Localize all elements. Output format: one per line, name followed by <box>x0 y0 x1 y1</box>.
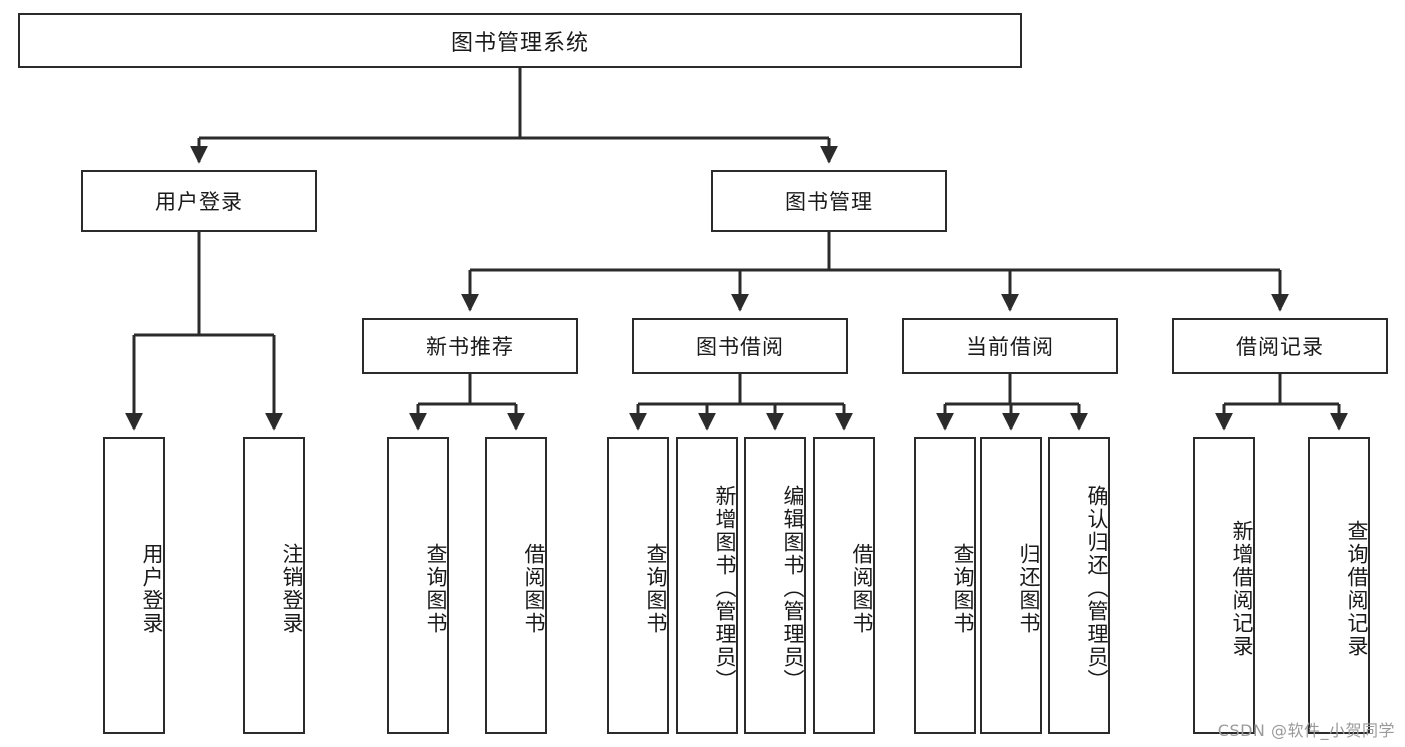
node-new-book-recommend[interactable]: 新书推荐 <box>362 318 578 374</box>
leaf-user-login-login[interactable]: 用户登录 <box>103 437 165 734</box>
node-label: 查询图书 <box>951 542 975 635</box>
node-label: 用户登录 <box>140 542 164 635</box>
leaf-current-borrow-confirm-return[interactable]: 确认归还（管理员） <box>1048 437 1110 734</box>
watermark: CSDN @软件_小贺同学 <box>1217 721 1395 740</box>
node-book-management[interactable]: 图书管理 <box>711 170 947 232</box>
leaf-new-book-query[interactable]: 查询图书 <box>387 437 449 734</box>
node-label: 查询图书 <box>644 542 668 635</box>
node-label: 借阅图书 <box>522 542 546 635</box>
node-label: 新增图书（管理员） <box>713 485 737 692</box>
node-label: 图书管理系统 <box>450 30 589 56</box>
node-label: 借阅图书 <box>850 542 874 635</box>
node-borrow-records[interactable]: 借阅记录 <box>1172 318 1388 374</box>
node-root-system[interactable]: 图书管理系统 <box>18 13 1022 68</box>
node-label: 查询图书 <box>424 542 448 635</box>
leaf-book-borrow-edit[interactable]: 编辑图书（管理员） <box>744 437 806 734</box>
node-label: 确认归还（管理员） <box>1085 485 1109 692</box>
leaf-user-login-logout[interactable]: 注销登录 <box>243 437 305 734</box>
leaf-borrow-records-query[interactable]: 查询借阅记录 <box>1308 437 1370 734</box>
node-label: 新增借阅记录 <box>1230 519 1254 658</box>
leaf-book-borrow-query[interactable]: 查询图书 <box>607 437 669 734</box>
node-label: 用户登录 <box>155 190 243 214</box>
node-label: 查询借阅记录 <box>1345 519 1369 658</box>
leaf-new-book-borrow[interactable]: 借阅图书 <box>485 437 547 734</box>
node-book-borrow[interactable]: 图书借阅 <box>632 318 848 374</box>
leaf-book-borrow-add[interactable]: 新增图书（管理员） <box>676 437 738 734</box>
leaf-borrow-records-add[interactable]: 新增借阅记录 <box>1193 437 1255 734</box>
node-label: 注销登录 <box>280 542 304 635</box>
node-label: 图书借阅 <box>696 335 784 359</box>
node-label: 借阅记录 <box>1236 335 1324 359</box>
leaf-book-borrow-borrow[interactable]: 借阅图书 <box>813 437 875 734</box>
node-label: 编辑图书（管理员） <box>781 485 805 692</box>
node-label: 当前借阅 <box>966 335 1054 359</box>
leaf-current-borrow-query[interactable]: 查询图书 <box>914 437 976 734</box>
node-user-login[interactable]: 用户登录 <box>81 170 317 232</box>
node-label: 归还图书 <box>1017 542 1041 635</box>
node-label: 新书推荐 <box>426 335 514 359</box>
leaf-current-borrow-return[interactable]: 归还图书 <box>980 437 1042 734</box>
node-label: 图书管理 <box>785 190 873 214</box>
node-current-borrow[interactable]: 当前借阅 <box>902 318 1118 374</box>
